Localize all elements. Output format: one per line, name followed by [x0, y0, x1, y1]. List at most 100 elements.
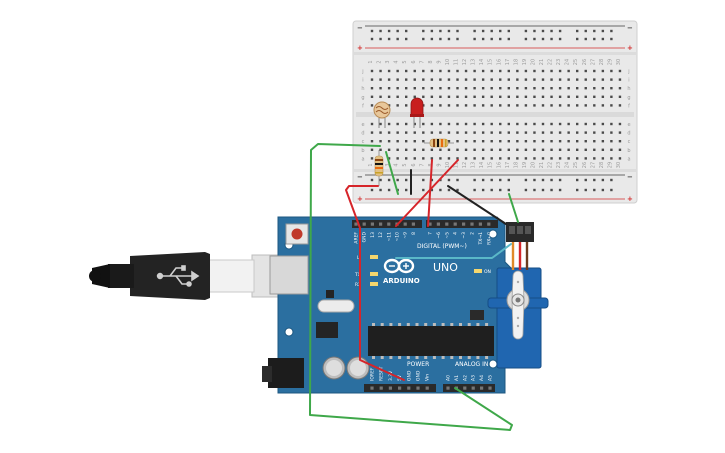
- breadboard-hole[interactable]: [473, 157, 476, 160]
- breadboard-hole[interactable]: [567, 157, 570, 160]
- breadboard-hole[interactable]: [490, 140, 493, 143]
- breadboard-hole[interactable]: [439, 131, 442, 134]
- breadboard-hole[interactable]: [379, 87, 382, 90]
- breadboard-hole[interactable]: [618, 140, 622, 143]
- breadboard-hole[interactable]: [370, 87, 374, 90]
- breadboard-hole[interactable]: [413, 122, 416, 126]
- breadboard-hole[interactable]: [473, 78, 476, 81]
- breadboard-hole[interactable]: [576, 178, 579, 182]
- breadboard-hole[interactable]: [405, 78, 408, 81]
- breadboard-hole[interactable]: [422, 122, 425, 126]
- analog-pin-hole[interactable]: [471, 386, 475, 390]
- breadboard-hole[interactable]: [481, 87, 485, 90]
- breadboard-hole[interactable]: [422, 37, 425, 41]
- breadboard-hole[interactable]: [567, 122, 570, 126]
- breadboard-hole[interactable]: [593, 140, 596, 143]
- breadboard-hole[interactable]: [516, 131, 519, 134]
- led-resistor[interactable]: [424, 138, 454, 148]
- breadboard-hole[interactable]: [396, 148, 399, 151]
- breadboard-hole[interactable]: [370, 37, 374, 41]
- breadboard-hole[interactable]: [610, 131, 613, 134]
- breadboard-hole[interactable]: [576, 87, 579, 90]
- breadboard-hole[interactable]: [481, 95, 485, 98]
- breadboard-hole[interactable]: [387, 29, 391, 33]
- digital-pin-hole[interactable]: [462, 222, 466, 226]
- breadboard-hole[interactable]: [576, 157, 579, 160]
- breadboard-hole[interactable]: [601, 122, 605, 126]
- digital-pin-hole[interactable]: [487, 222, 491, 226]
- breadboard-hole[interactable]: [447, 69, 451, 73]
- digital-pin-hole[interactable]: [411, 222, 415, 226]
- breadboard-hole[interactable]: [379, 122, 382, 126]
- breadboard-hole[interactable]: [379, 178, 382, 182]
- breadboard-hole[interactable]: [387, 87, 391, 90]
- power-pin-hole[interactable]: [370, 386, 374, 390]
- breadboard-hole[interactable]: [499, 104, 502, 107]
- breadboard-hole[interactable]: [558, 95, 562, 98]
- breadboard-hole[interactable]: [584, 122, 587, 126]
- breadboard-hole[interactable]: [507, 178, 510, 182]
- breadboard-hole[interactable]: [413, 69, 416, 73]
- breadboard-hole[interactable]: [464, 78, 468, 81]
- breadboard-hole[interactable]: [430, 148, 434, 151]
- breadboard-hole[interactable]: [490, 131, 493, 134]
- breadboard-hole[interactable]: [430, 29, 434, 33]
- breadboard-hole[interactable]: [473, 69, 476, 73]
- breadboard-hole[interactable]: [481, 122, 485, 126]
- wire-red-5v[interactable]: [345, 185, 405, 381]
- breadboard-hole[interactable]: [601, 87, 605, 90]
- breadboard-hole[interactable]: [439, 122, 442, 126]
- breadboard-hole[interactable]: [516, 95, 519, 98]
- breadboard-hole[interactable]: [593, 104, 596, 107]
- breadboard-hole[interactable]: [584, 37, 587, 41]
- breadboard-hole[interactable]: [550, 188, 553, 192]
- breadboard-hole[interactable]: [490, 69, 493, 73]
- breadboard-hole[interactable]: [507, 148, 510, 151]
- breadboard-hole[interactable]: [533, 122, 536, 126]
- breadboard-hole[interactable]: [550, 148, 553, 151]
- breadboard-hole[interactable]: [533, 188, 536, 192]
- breadboard-hole[interactable]: [601, 29, 605, 33]
- breadboard-hole[interactable]: [499, 157, 502, 160]
- breadboard-hole[interactable]: [558, 157, 562, 160]
- breadboard-hole[interactable]: [422, 95, 425, 98]
- analog-pin-hole[interactable]: [446, 386, 450, 390]
- breadboard-hole[interactable]: [618, 78, 622, 81]
- breadboard-hole[interactable]: [413, 95, 416, 98]
- breadboard-hole[interactable]: [516, 122, 519, 126]
- breadboard-hole[interactable]: [584, 29, 587, 33]
- breadboard-hole[interactable]: [610, 188, 613, 192]
- breadboard-hole[interactable]: [601, 178, 605, 182]
- breadboard-hole[interactable]: [601, 95, 605, 98]
- breadboard-hole[interactable]: [558, 37, 562, 41]
- breadboard-hole[interactable]: [524, 188, 528, 192]
- breadboard-hole[interactable]: [576, 78, 579, 81]
- breadboard-hole[interactable]: [507, 29, 510, 33]
- breadboard-hole[interactable]: [464, 140, 468, 143]
- breadboard-hole[interactable]: [524, 69, 528, 73]
- breadboard-hole[interactable]: [610, 69, 613, 73]
- breadboard-hole[interactable]: [541, 140, 545, 143]
- breadboard-hole[interactable]: [550, 131, 553, 134]
- breadboard-hole[interactable]: [533, 78, 536, 81]
- breadboard-hole[interactable]: [541, 157, 545, 160]
- breadboard-hole[interactable]: [464, 122, 468, 126]
- breadboard-hole[interactable]: [413, 140, 416, 143]
- breadboard-hole[interactable]: [593, 37, 596, 41]
- breadboard-hole[interactable]: [567, 69, 570, 73]
- breadboard-hole[interactable]: [447, 29, 451, 33]
- breadboard-hole[interactable]: [618, 122, 622, 126]
- breadboard-hole[interactable]: [567, 87, 570, 90]
- breadboard-hole[interactable]: [481, 188, 485, 192]
- breadboard-hole[interactable]: [387, 148, 391, 151]
- breadboard-hole[interactable]: [481, 157, 485, 160]
- breadboard-hole[interactable]: [618, 69, 622, 73]
- breadboard-hole[interactable]: [430, 87, 434, 90]
- breadboard-hole[interactable]: [601, 104, 605, 107]
- breadboard-hole[interactable]: [541, 178, 545, 182]
- breadboard-hole[interactable]: [507, 122, 510, 126]
- breadboard-hole[interactable]: [405, 188, 408, 192]
- breadboard-hole[interactable]: [464, 157, 468, 160]
- breadboard-hole[interactable]: [422, 29, 425, 33]
- breadboard-hole[interactable]: [464, 87, 468, 90]
